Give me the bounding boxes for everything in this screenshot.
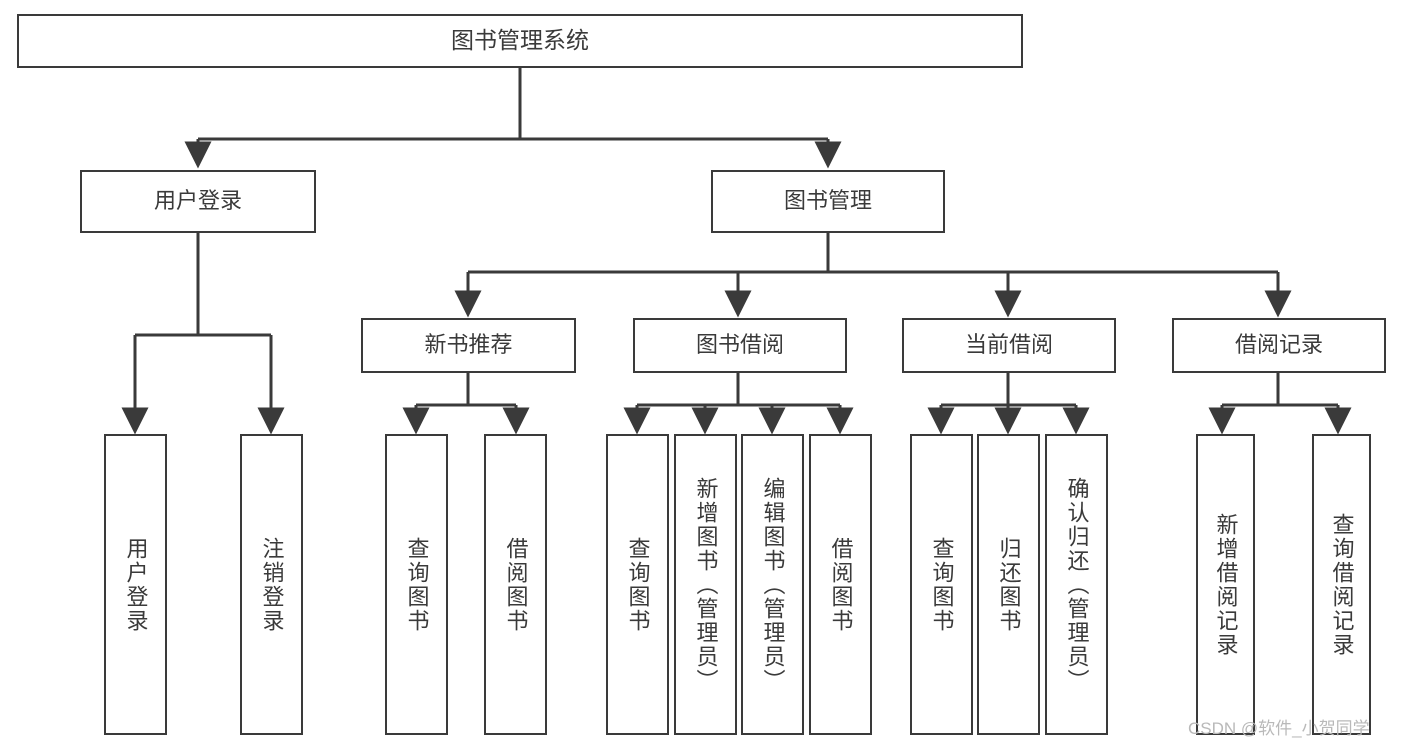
node-leaf-logout-login[interactable]: 注销登录 (240, 434, 303, 735)
node-leaf-query-record-label: 查询借阅记录 (1329, 512, 1355, 657)
node-leaf-borrow-book-1[interactable]: 借阅图书 (484, 434, 547, 735)
node-leaf-borrow-book-2-label: 借阅图书 (828, 536, 854, 633)
node-book-borrow[interactable]: 图书借阅 (633, 318, 847, 373)
node-leaf-user-login[interactable]: 用户登录 (104, 434, 167, 735)
node-user-login[interactable]: 用户登录 (80, 170, 316, 233)
node-new-book-recommend-label: 新书推荐 (424, 332, 513, 358)
node-leaf-add-book-label: 新增图书（管理员） (693, 476, 719, 693)
node-leaf-query-book-1[interactable]: 查询图书 (385, 434, 448, 735)
node-leaf-query-book-2-label: 查询图书 (625, 536, 651, 633)
node-current-borrow-label: 当前借阅 (964, 332, 1053, 358)
node-root[interactable]: 图书管理系统 (17, 14, 1023, 68)
node-root-label: 图书管理系统 (451, 27, 589, 54)
node-leaf-borrow-book-2[interactable]: 借阅图书 (809, 434, 872, 735)
node-leaf-edit-book-label: 编辑图书（管理员） (760, 476, 786, 693)
csdn-watermark: CSDN @软件_小贺同学 (1188, 719, 1370, 738)
node-user-login-label: 用户登录 (153, 188, 242, 214)
node-leaf-query-book-3-label: 查询图书 (929, 536, 955, 633)
node-borrow-record-label: 借阅记录 (1234, 332, 1323, 358)
node-book-borrow-label: 图书借阅 (695, 332, 784, 358)
node-leaf-edit-book[interactable]: 编辑图书（管理员） (741, 434, 804, 735)
node-leaf-confirm-return-label: 确认归还（管理员） (1064, 476, 1090, 693)
node-new-book-recommend[interactable]: 新书推荐 (361, 318, 576, 373)
node-borrow-record[interactable]: 借阅记录 (1172, 318, 1386, 373)
node-leaf-add-record[interactable]: 新增借阅记录 (1196, 434, 1255, 735)
node-leaf-return-book[interactable]: 归还图书 (977, 434, 1040, 735)
node-book-management-label: 图书管理 (783, 188, 872, 214)
node-book-management[interactable]: 图书管理 (711, 170, 945, 233)
node-leaf-query-book-2[interactable]: 查询图书 (606, 434, 669, 735)
node-leaf-add-book[interactable]: 新增图书（管理员） (674, 434, 737, 735)
node-leaf-query-book-1-label: 查询图书 (404, 536, 430, 633)
node-leaf-add-record-label: 新增借阅记录 (1213, 512, 1239, 657)
node-leaf-borrow-book-1-label: 借阅图书 (503, 536, 529, 633)
node-leaf-user-login-label: 用户登录 (123, 536, 149, 633)
node-leaf-query-book-3[interactable]: 查询图书 (910, 434, 973, 735)
node-leaf-confirm-return[interactable]: 确认归还（管理员） (1045, 434, 1108, 735)
node-leaf-query-record[interactable]: 查询借阅记录 (1312, 434, 1371, 735)
node-leaf-logout-login-label: 注销登录 (259, 536, 285, 633)
node-current-borrow[interactable]: 当前借阅 (902, 318, 1116, 373)
node-leaf-return-book-label: 归还图书 (996, 536, 1022, 633)
